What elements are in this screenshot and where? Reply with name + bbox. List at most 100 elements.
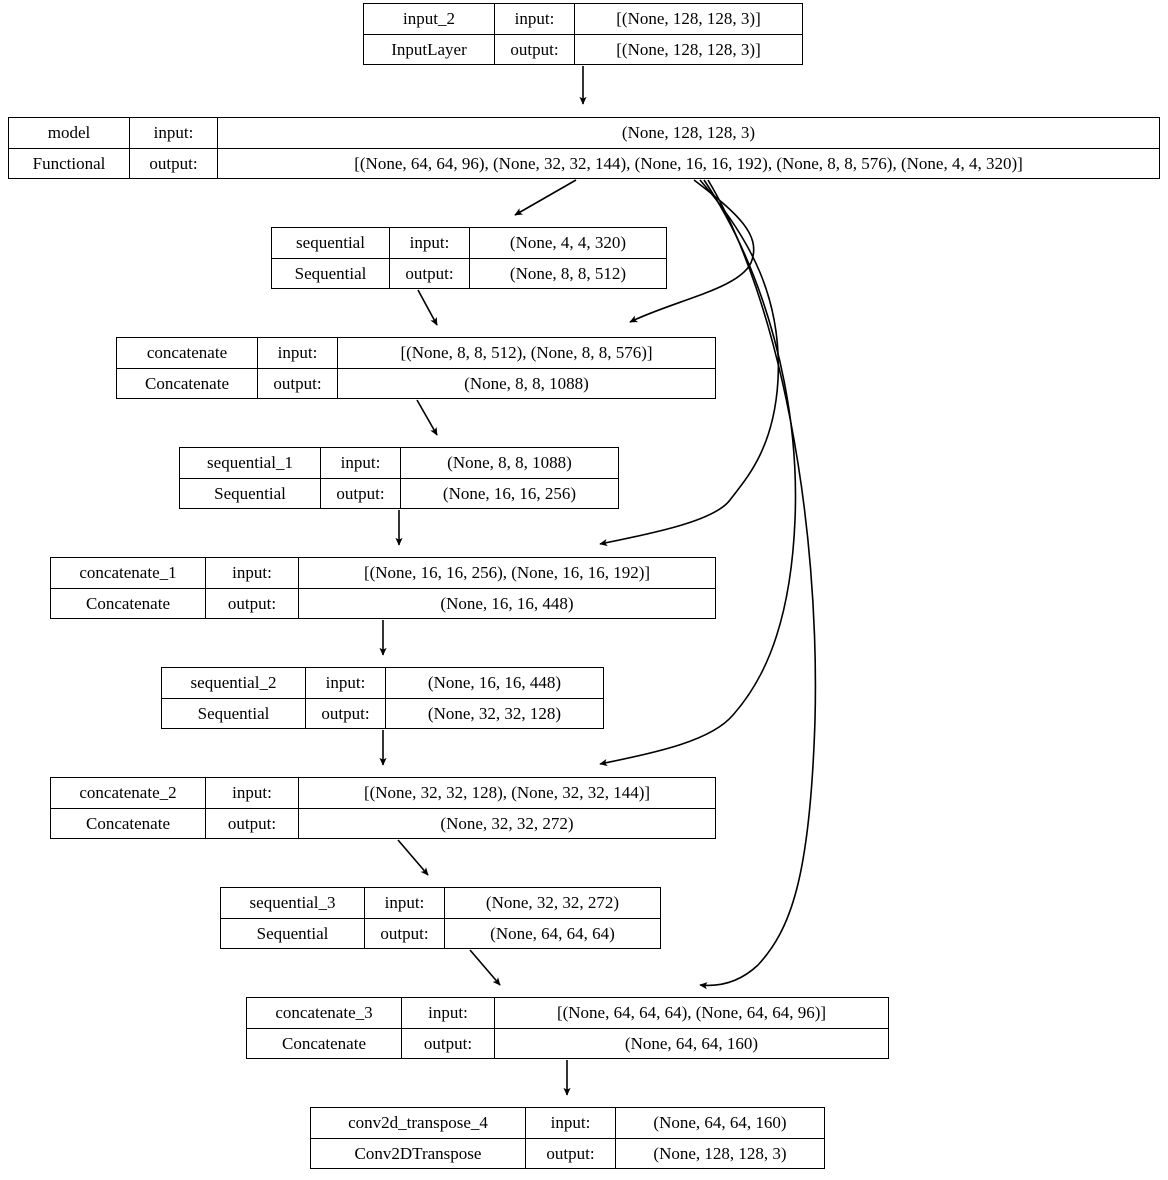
edge-model-concatenate <box>629 179 755 323</box>
output-shape: (None, 128, 128, 3) <box>653 1143 787 1163</box>
output-label: output: <box>402 1028 495 1058</box>
input-shape: [(None, 64, 64, 64), (None, 64, 64, 96)] <box>556 1003 827 1023</box>
output-label: output: <box>206 808 299 838</box>
layer-name: concatenate_3 <box>247 998 402 1028</box>
layer-class: Sequential <box>162 698 306 728</box>
layer-name: concatenate_1 <box>51 558 206 588</box>
input-label: input: <box>495 4 575 34</box>
edge-model-sequential <box>514 179 577 216</box>
layer-name: input_2 <box>364 4 495 34</box>
output-label: output: <box>365 918 445 948</box>
output-shape: (None, 32, 32, 272) <box>440 813 574 833</box>
output-label: output: <box>495 34 575 64</box>
output-label: output: <box>526 1138 616 1168</box>
edge-group <box>379 66 817 1096</box>
input-label: input: <box>402 998 495 1028</box>
layer-name: sequential_1 <box>180 448 321 478</box>
output-label: output: <box>130 148 218 178</box>
layer-class: Sequential <box>180 478 321 508</box>
input-label: input: <box>306 668 386 698</box>
output-shape: [(None, 64, 64, 96), (None, 32, 32, 144)… <box>354 153 1023 173</box>
input-label: input: <box>206 778 299 808</box>
input-shape: [(None, 16, 16, 256), (None, 16, 16, 192… <box>363 563 651 583</box>
output-label: output: <box>206 588 299 618</box>
input-label: input: <box>206 558 299 588</box>
input-label: input: <box>390 228 470 258</box>
layer-name: concatenate <box>117 338 258 368</box>
edge-model-concatenate_3 <box>699 179 817 990</box>
input-shape: (None, 8, 8, 1088) <box>447 453 572 473</box>
output-shape: [(None, 128, 128, 3)] <box>616 39 761 59</box>
edge-concatenate_2-sequential_3 <box>397 839 429 876</box>
layer-class: Functional <box>9 148 130 178</box>
output-shape: (None, 32, 32, 128) <box>427 703 562 723</box>
input-shape: (None, 16, 16, 448) <box>427 673 562 693</box>
edge-concatenate-sequential_1 <box>416 399 438 436</box>
layer-class: Concatenate <box>51 808 206 838</box>
input-label: input: <box>526 1108 616 1138</box>
output-shape: (None, 16, 16, 448) <box>440 593 574 613</box>
output-shape: (None, 8, 8, 1088) <box>464 373 589 393</box>
layer-name: conv2d_transpose_4 <box>311 1108 526 1138</box>
layer-class: Concatenate <box>51 588 206 618</box>
layer-name: sequential_3 <box>221 888 365 918</box>
input-shape: (None, 4, 4, 320) <box>509 233 627 253</box>
layer-class: Sequential <box>221 918 365 948</box>
input-shape: (None, 64, 64, 160) <box>653 1113 787 1133</box>
edge-model-concatenate_2 <box>599 179 797 767</box>
output-shape: (None, 64, 64, 160) <box>624 1033 759 1053</box>
output-shape: (None, 8, 8, 512) <box>509 263 627 283</box>
edge-model-concatenate_1 <box>599 179 780 547</box>
edge-sequential_3-concatenate_3 <box>469 949 501 986</box>
output-label: output: <box>390 258 470 288</box>
layer-name: sequential <box>272 228 390 258</box>
output-label: output: <box>321 478 401 508</box>
input-label: input: <box>130 118 218 148</box>
input-shape: (None, 32, 32, 272) <box>485 893 620 913</box>
output-label: output: <box>306 698 386 728</box>
input-shape: [(None, 128, 128, 3)] <box>616 9 761 29</box>
input-label: input: <box>321 448 401 478</box>
layer-name: sequential_2 <box>162 668 306 698</box>
output-label: output: <box>258 368 338 398</box>
layer-class: Conv2DTranspose <box>311 1138 526 1168</box>
output-shape: (None, 16, 16, 256) <box>442 483 577 503</box>
input-label: input: <box>258 338 338 368</box>
layer-name: model <box>9 118 130 148</box>
layer-class: InputLayer <box>364 34 495 64</box>
edge-sequential-concatenate <box>417 289 438 326</box>
layer-class: Concatenate <box>247 1028 402 1058</box>
